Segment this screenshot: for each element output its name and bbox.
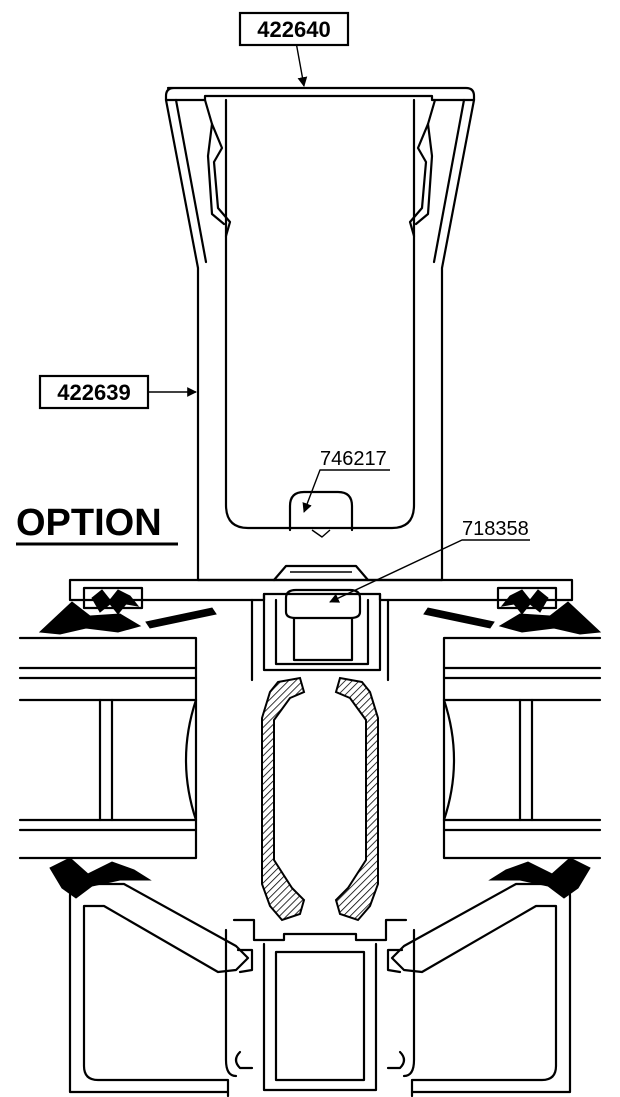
part-number-top: 422640 [257,17,330,42]
option-heading: OPTION [16,502,162,544]
label-422639: 422639 [38,374,150,410]
mullion-assembly [18,578,602,1097]
leader-lines [148,41,530,603]
label-718358: 718358 [462,518,529,540]
label-746217: 746217 [320,448,387,470]
part-number-insert: 746217 [320,448,387,470]
label-422640: 422640 [238,11,350,47]
cap-profile [164,86,476,582]
label-option: OPTION [16,502,178,546]
part-number-clip: 718358 [462,518,529,540]
part-number-side: 422639 [57,380,130,405]
